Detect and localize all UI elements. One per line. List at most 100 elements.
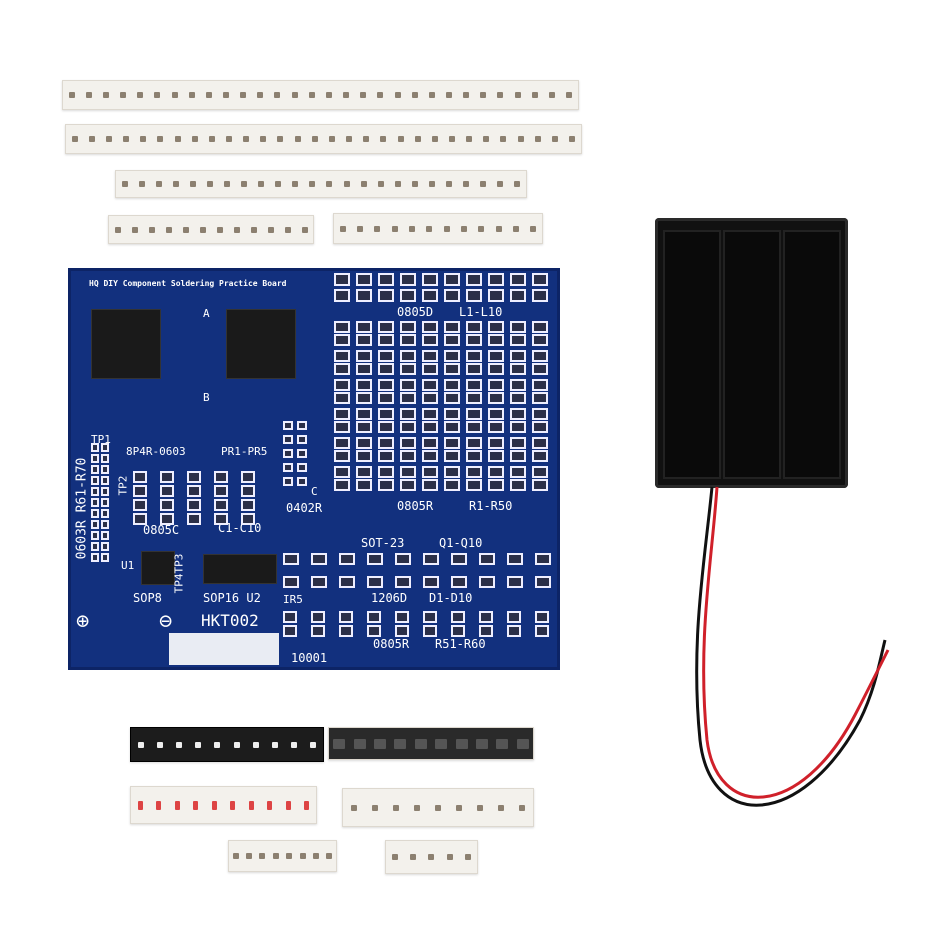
solder-pad <box>422 421 438 433</box>
solder-pad <box>423 625 437 637</box>
smd-component <box>360 181 367 187</box>
smd-component <box>446 92 453 98</box>
solder-pad <box>160 513 174 525</box>
solder-pad <box>510 421 526 433</box>
solder-pad <box>187 499 201 511</box>
smd-component <box>377 92 384 98</box>
smd-component <box>339 225 346 232</box>
solder-pad <box>283 463 293 472</box>
solder-pad <box>444 334 460 346</box>
solder-pad <box>423 553 439 565</box>
solder-pad <box>367 625 381 637</box>
smd-component <box>258 181 265 187</box>
smd-component <box>154 92 161 98</box>
solder-pad <box>423 576 439 588</box>
solder-pad <box>91 509 99 518</box>
smd-component <box>240 92 247 98</box>
smd-component <box>449 136 456 142</box>
smd-component <box>140 136 147 142</box>
solder-pad <box>535 625 549 637</box>
solder-pad <box>378 289 394 302</box>
label-led: 0805D <box>397 305 434 319</box>
solder-pad <box>466 421 482 433</box>
solder-pad <box>510 321 526 333</box>
smd-component <box>241 181 248 187</box>
solder-pad <box>214 471 228 483</box>
solder-pad <box>91 553 99 562</box>
smd-component <box>189 181 196 187</box>
solder-pad <box>356 289 372 302</box>
smd-component <box>428 92 435 98</box>
solder-pad <box>532 421 548 433</box>
smd-component <box>120 92 127 98</box>
smd-component <box>326 853 333 859</box>
smd-component <box>456 804 463 811</box>
small-resistor-tape <box>228 840 337 872</box>
solder-pad <box>356 479 372 491</box>
smd-component <box>277 136 284 142</box>
solder-pad <box>400 379 416 391</box>
solder-pad <box>241 499 255 511</box>
solder-pad <box>91 498 99 507</box>
resistor-tape-5 <box>333 213 543 244</box>
label-10001: 10001 <box>291 651 328 665</box>
smd-component <box>394 92 401 98</box>
solder-pad <box>367 611 381 623</box>
solder-pad <box>101 487 109 496</box>
solder-pad <box>297 449 307 458</box>
smd-component <box>517 136 524 142</box>
solder-pad <box>395 625 409 637</box>
solder-pad <box>532 392 548 404</box>
solder-pad <box>451 625 465 637</box>
label-pr: PR1-PR5 <box>221 445 268 458</box>
smd-component <box>211 800 217 810</box>
smd-component <box>214 741 221 748</box>
solder-pad <box>400 437 416 449</box>
solder-pad <box>311 611 325 623</box>
solder-pad <box>466 479 482 491</box>
smd-component <box>230 800 236 810</box>
smd-component <box>131 226 138 233</box>
solder-pad <box>488 350 504 362</box>
solder-pad <box>334 408 350 420</box>
smd-component <box>356 225 363 232</box>
smd-component <box>411 181 418 187</box>
solder-pad <box>378 379 394 391</box>
solder-pad <box>283 611 297 623</box>
solder-pad <box>241 513 255 525</box>
solder-pad <box>356 350 372 362</box>
smd-component <box>259 853 266 859</box>
solder-pad <box>334 289 350 302</box>
solder-pad <box>356 421 372 433</box>
solder-pad <box>400 321 416 333</box>
smd-component <box>156 741 163 748</box>
solder-pad <box>356 363 372 375</box>
smd-component <box>392 804 399 811</box>
solder-pad <box>356 334 372 346</box>
smd-component <box>137 92 144 98</box>
board-title: HQ DIY Component Soldering Practice Boar… <box>89 279 287 288</box>
smd-component <box>551 136 558 142</box>
solder-pad <box>133 499 147 511</box>
smd-component <box>500 136 507 142</box>
solder-pad <box>532 289 548 302</box>
solder-pad <box>378 479 394 491</box>
solder-pad <box>283 435 293 444</box>
solder-pad <box>510 466 526 478</box>
solder-pad <box>488 334 504 346</box>
battery-slot <box>663 230 721 479</box>
smd-component <box>123 136 130 142</box>
solder-pad <box>378 273 394 286</box>
qfp-chip-b <box>226 309 296 379</box>
solder-pad <box>488 379 504 391</box>
solder-pad <box>334 363 350 375</box>
solder-pad <box>507 553 523 565</box>
solder-pad <box>214 485 228 497</box>
smd-component <box>431 136 438 142</box>
solder-pad <box>422 289 438 302</box>
solder-pad <box>488 479 504 491</box>
smd-component <box>377 181 384 187</box>
battery-slot <box>723 230 781 479</box>
solder-pad <box>334 479 350 491</box>
solder-pad <box>367 576 383 588</box>
